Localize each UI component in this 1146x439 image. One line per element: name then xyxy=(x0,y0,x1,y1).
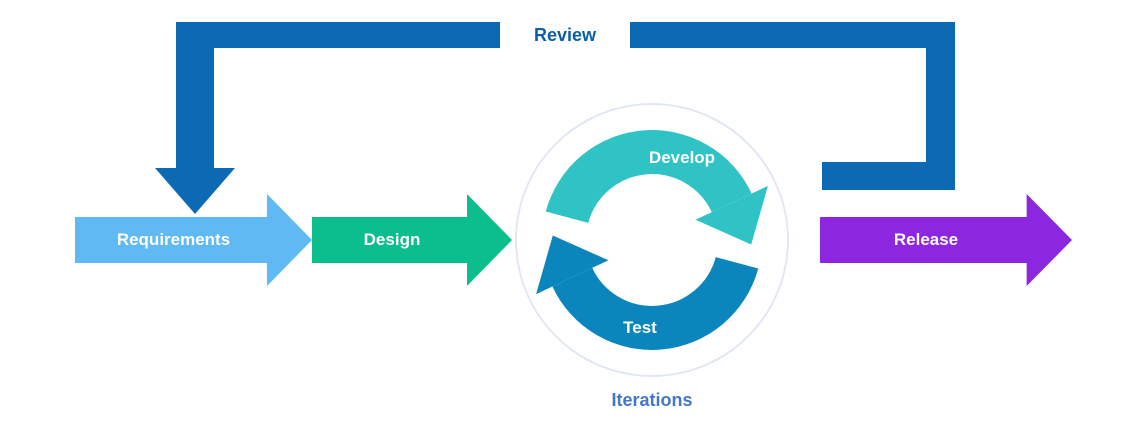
review-arrowhead-icon xyxy=(155,168,235,214)
develop-label: Develop xyxy=(649,148,715,167)
release-arrow: Release xyxy=(820,194,1072,286)
iteration-cycle: Develop Test xyxy=(515,103,789,377)
test-label: Test xyxy=(623,318,657,337)
review-label: Review xyxy=(500,22,630,48)
develop-arrowhead-icon xyxy=(695,185,768,245)
test-arc xyxy=(552,256,759,350)
test-arrowhead-icon xyxy=(536,235,609,295)
iterations-caption: Iterations xyxy=(611,390,693,410)
review-loop-right-stub xyxy=(822,162,955,190)
develop-arc xyxy=(545,130,752,224)
design-arrow: Design xyxy=(312,194,512,286)
review-loop-left-bar xyxy=(176,22,214,169)
review-loop-right-bar xyxy=(926,22,955,169)
release-label: Release xyxy=(893,230,959,249)
design-label: Design xyxy=(363,230,421,249)
requirements-label: Requirements xyxy=(116,230,231,249)
